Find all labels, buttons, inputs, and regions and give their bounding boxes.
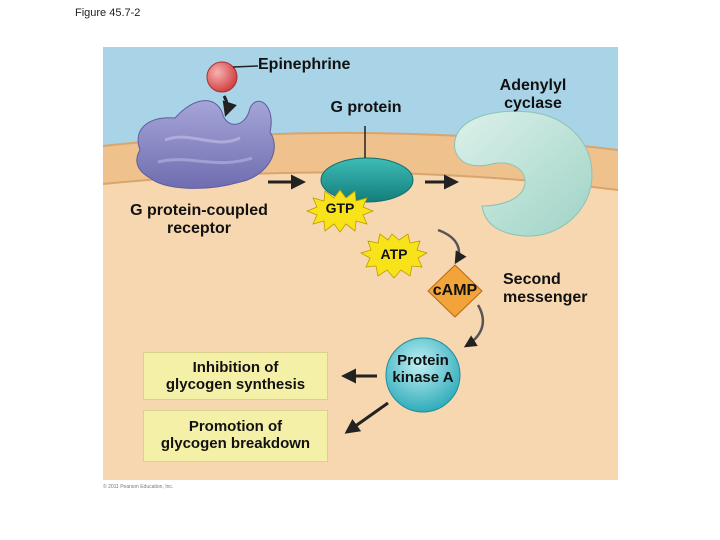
pka-to-promotion-arrow: [344, 401, 389, 434]
receptor-label: G protein-coupled receptor: [130, 202, 268, 237]
camp-diamond: [427, 264, 483, 318]
epinephrine-molecule: [206, 61, 238, 93]
g-protein-label: G protein: [330, 99, 402, 116]
atp-to-camp-arrow: [437, 228, 467, 265]
promotion-box: Promotion of glycogen breakdown: [143, 410, 328, 462]
copyright-notice: © 2011 Pearson Education, Inc.: [103, 484, 174, 490]
protein-kinase-a: [385, 337, 461, 413]
inhibition-box: Inhibition of glycogen synthesis: [143, 352, 328, 400]
adenylyl-cyclase: [454, 110, 593, 237]
binding-arrow: [222, 95, 237, 117]
gtp-star: [305, 189, 375, 233]
protein-kinase-a-label: Protein kinase A: [392, 352, 454, 386]
camp-label: cAMP: [432, 282, 478, 299]
atp-label: ATP: [380, 246, 408, 262]
atp-star: [359, 233, 429, 279]
figure-title: Figure 45.7-2: [75, 7, 141, 19]
camp-to-pka-arrow: [463, 304, 485, 348]
epinephrine-label: Epinephrine: [258, 56, 351, 73]
adenylyl-cyclase-label: Adenylyl cyclase: [499, 77, 567, 112]
second-messenger-label: Second messenger: [503, 271, 588, 306]
g-protein: [320, 157, 414, 203]
gtp-label: GTP: [325, 200, 355, 216]
g-protein-coupled-receptor: [136, 100, 275, 189]
